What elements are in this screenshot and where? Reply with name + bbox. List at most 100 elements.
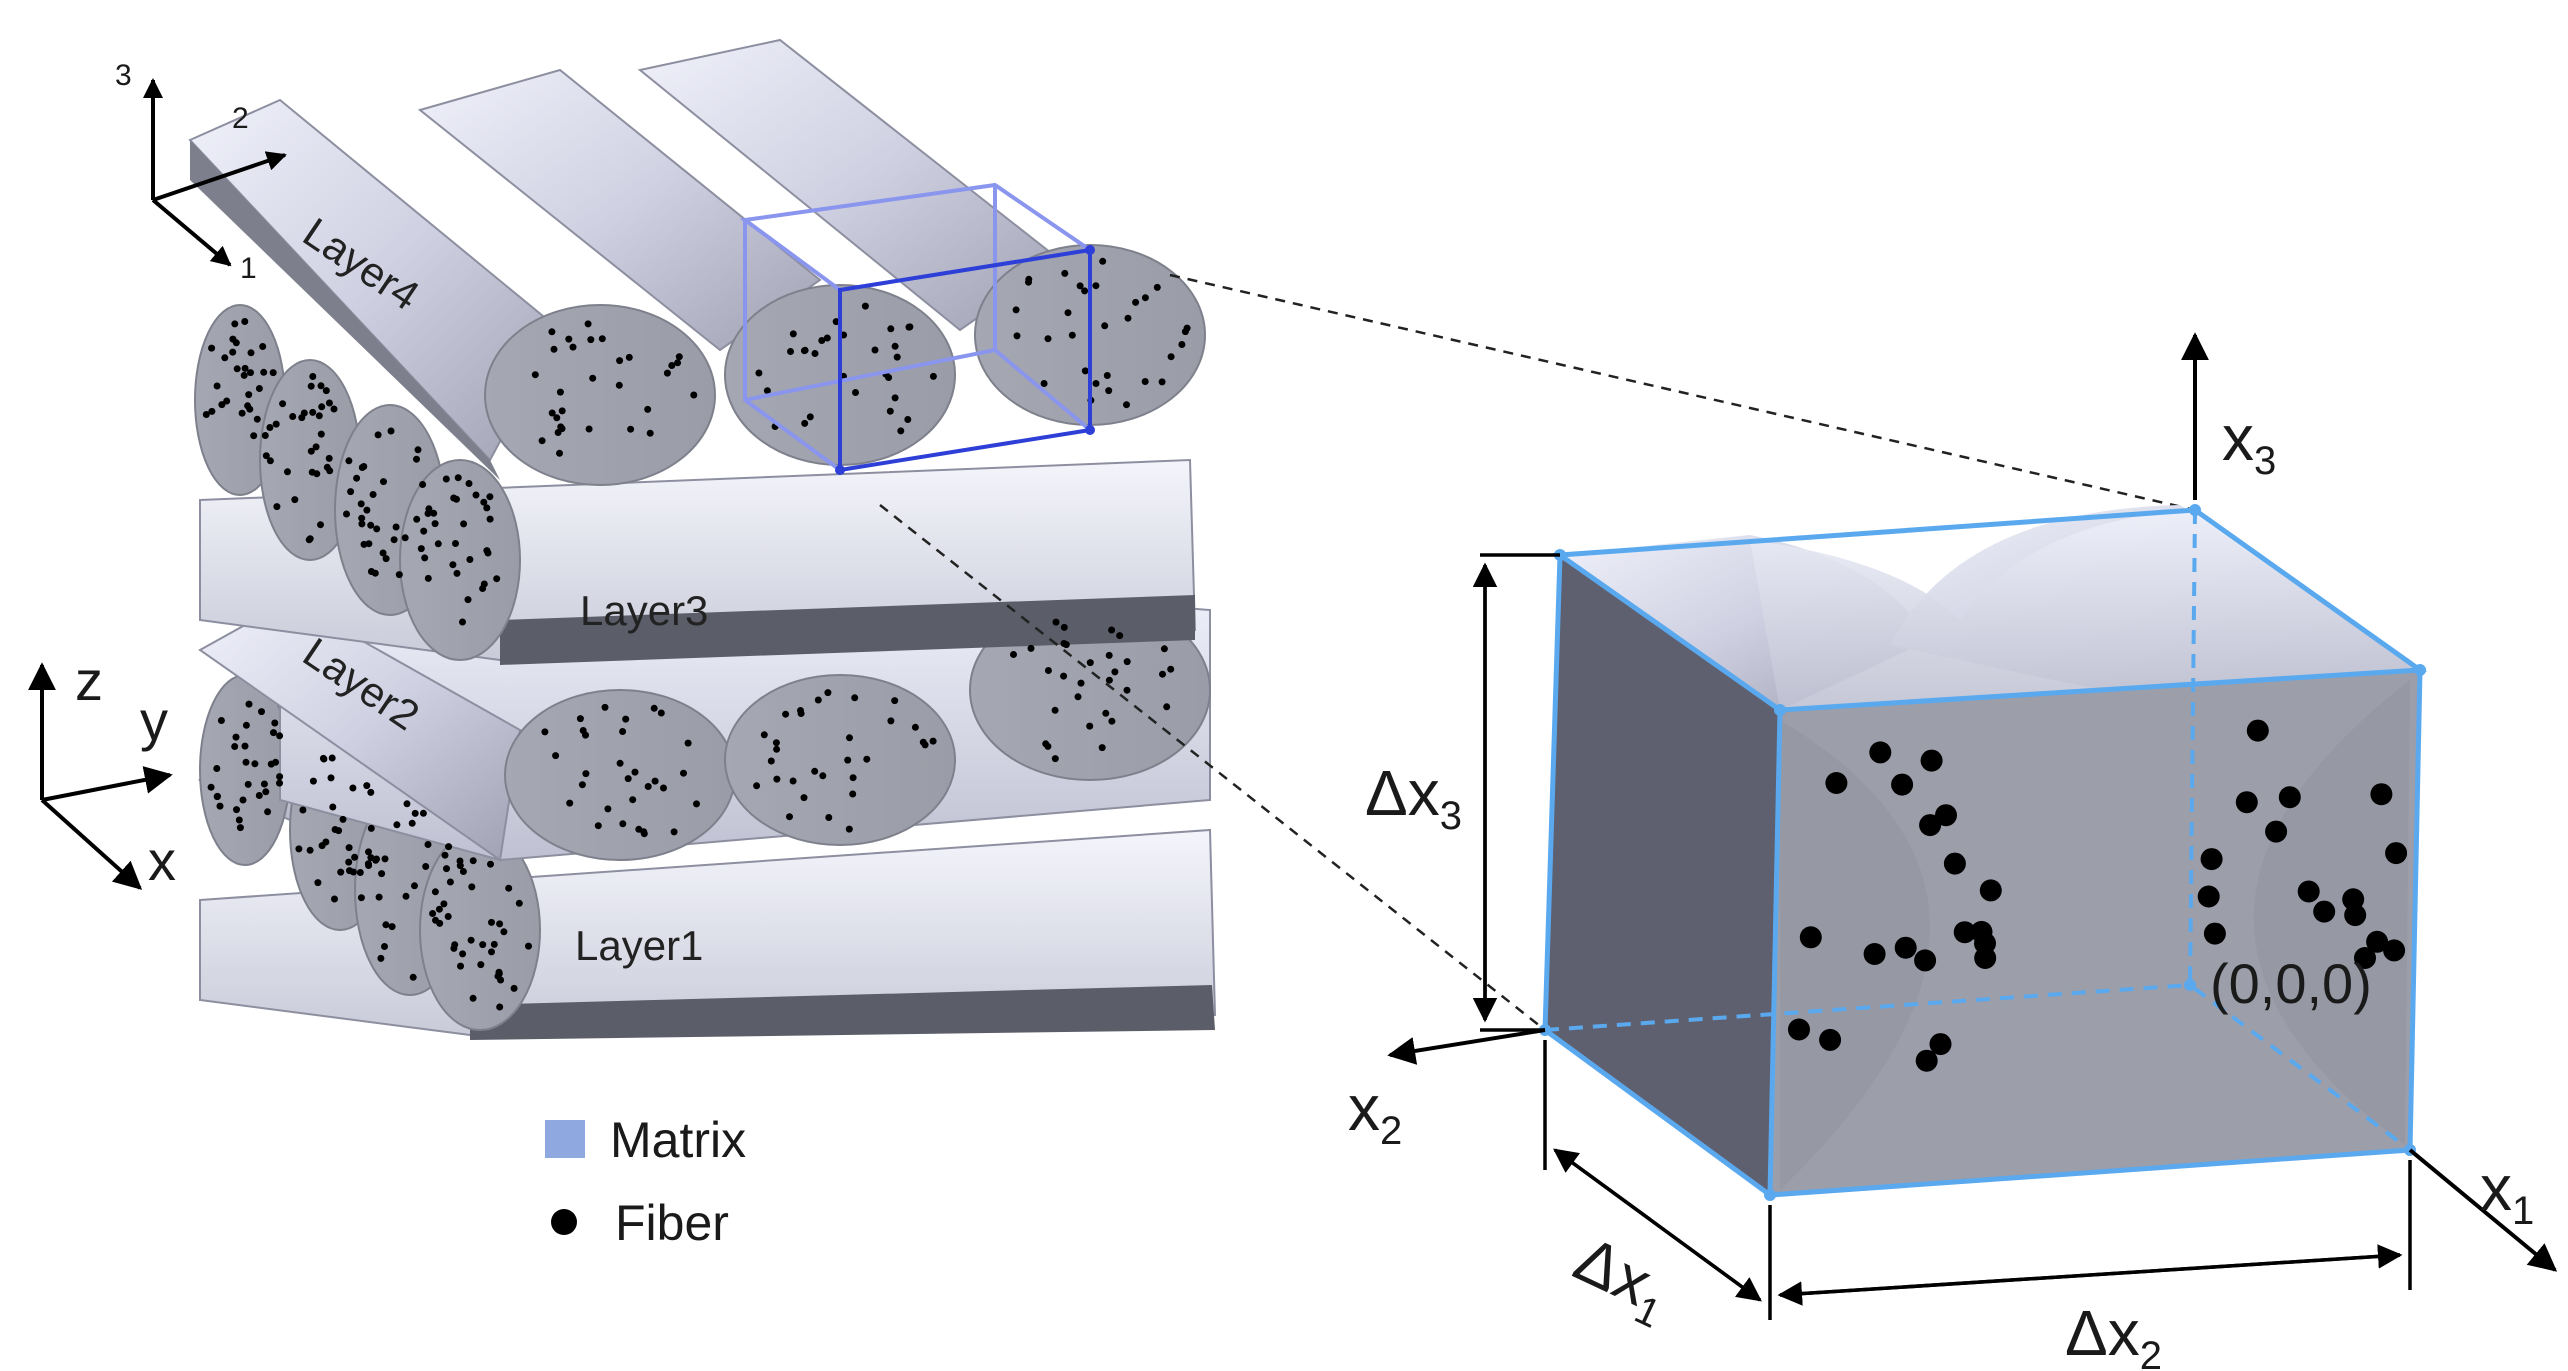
fiber-dot <box>317 430 325 438</box>
fiber-dot <box>786 813 793 821</box>
fiber-dot <box>392 523 400 531</box>
dim-dx3-label: Δx3 <box>1365 757 1462 838</box>
fiber-dot <box>411 882 418 890</box>
fiber-dot <box>345 457 353 465</box>
fiber-dot <box>273 503 281 511</box>
fiber-dot <box>887 717 895 725</box>
fiber-dot <box>1010 651 1017 658</box>
fiber-dot <box>413 455 420 463</box>
fiber-dot <box>670 828 678 836</box>
fiber-dot <box>229 348 237 356</box>
fiber-dot <box>326 467 334 475</box>
fiber-dot <box>891 342 899 350</box>
fiber-dot <box>690 391 698 399</box>
legend-matrix-label: Matrix <box>610 1112 746 1168</box>
fiber-dot <box>1108 626 1116 634</box>
fiber-dot <box>379 549 387 557</box>
fiber-dot <box>589 374 597 382</box>
fiber-dot <box>2313 900 2336 923</box>
fiber-dot <box>469 994 477 1002</box>
fiber-dot <box>565 335 573 343</box>
fiber-dot <box>255 385 263 392</box>
fiber-dot <box>360 540 368 548</box>
fiber-dot <box>375 893 383 901</box>
fiber-dot <box>417 545 425 553</box>
fiber-dot <box>2200 848 2223 871</box>
fiber-dot <box>1027 644 1035 652</box>
fiber-dot <box>259 343 267 350</box>
fiber-dot <box>317 382 325 390</box>
fiber-dot <box>315 412 323 420</box>
fiber-dot <box>242 721 250 729</box>
fiber-dot <box>345 844 353 852</box>
fiber-dot <box>1914 949 1937 972</box>
fiber-dot <box>231 743 239 750</box>
fiber-dot <box>241 742 249 750</box>
fiber-dot <box>246 405 254 413</box>
fiber-dot <box>818 337 826 344</box>
dim-dx2-label: Δx2 <box>2065 1297 2162 1371</box>
fiber-dot <box>309 777 317 785</box>
fiber-dot <box>414 446 422 454</box>
fiber-dot <box>353 474 361 482</box>
fiber-dot <box>409 973 417 981</box>
fiber-dot <box>852 389 859 396</box>
fiber-dot <box>469 857 477 865</box>
fiber-dot <box>446 878 454 886</box>
fiber-dot <box>367 568 375 575</box>
fiber-dot <box>444 913 452 920</box>
fiber-dot <box>233 365 241 373</box>
fiber-dot <box>554 429 562 436</box>
fiber-dot <box>382 921 390 929</box>
fiber-dot <box>1060 672 1068 680</box>
fiber-dot <box>382 555 390 563</box>
fiber-dot <box>483 504 491 512</box>
fiber-dot <box>772 739 780 747</box>
fiber-dot <box>891 697 899 705</box>
fiber-dot <box>488 918 495 926</box>
fiber-dot <box>231 320 239 328</box>
fiber-dot <box>395 571 403 579</box>
fiber-dot <box>318 403 326 411</box>
local-axis-3-label: 3 <box>115 59 132 92</box>
fiber-dot <box>1919 814 1942 837</box>
fiber-dot <box>2385 842 2408 865</box>
fiber-dot <box>1092 380 1100 387</box>
local-axes <box>143 78 287 267</box>
fiber-dot <box>459 618 466 626</box>
fiber-dot <box>477 961 485 969</box>
fiber-dot <box>1123 658 1131 666</box>
fiber-dot <box>424 510 432 517</box>
fiber-dot <box>773 745 781 753</box>
fiber-dot <box>651 777 659 785</box>
fiber-dot <box>367 824 375 832</box>
fiber-dot <box>388 923 396 931</box>
fiber-dot <box>261 432 269 439</box>
fiber-dot <box>262 788 270 796</box>
fiber-dot <box>1060 623 1068 631</box>
fiber-dot <box>1105 651 1113 659</box>
fiber-dot <box>430 509 438 517</box>
fiber-dot <box>1074 693 1082 701</box>
fiber-dot <box>309 373 317 380</box>
fiber-dot <box>510 984 518 992</box>
fiber-dot <box>390 536 398 544</box>
fiber-dot <box>548 409 556 417</box>
fiber-dot <box>627 425 635 433</box>
rve-axis-x2-label: x2 <box>1348 1072 1402 1153</box>
fiber-dot <box>773 775 781 783</box>
fiber-dot <box>270 729 277 737</box>
fiber-dot <box>1894 936 1917 959</box>
fiber-dot <box>267 760 275 768</box>
fiber-dot <box>644 405 652 413</box>
fiber-dot <box>419 481 427 488</box>
fiber-dot <box>1099 257 1107 265</box>
fiber-dot <box>1891 773 1914 796</box>
fiber-dot <box>307 447 315 455</box>
fiber-dot <box>668 362 676 369</box>
fiber-dot <box>271 719 279 727</box>
fiber-dot <box>486 493 494 501</box>
fiber-dot <box>1044 742 1052 750</box>
fiber-dot <box>660 784 667 792</box>
fiber-dot <box>1012 306 1020 314</box>
